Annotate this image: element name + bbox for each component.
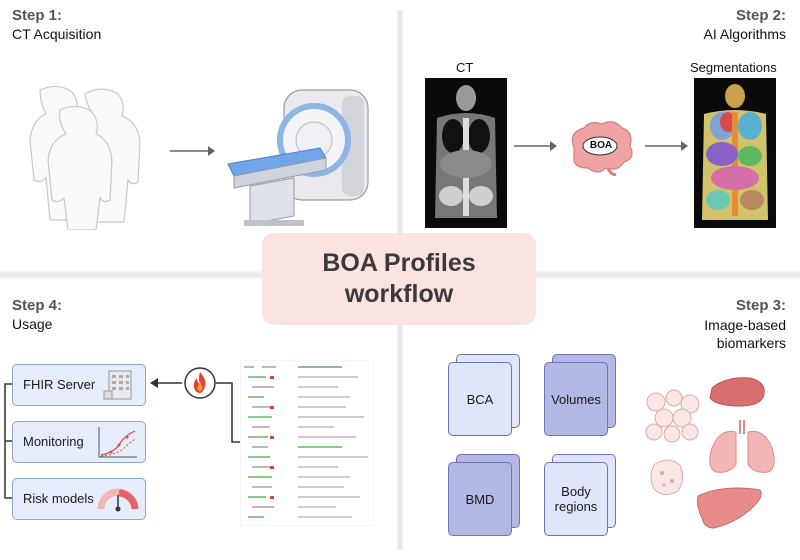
lungs-icon xyxy=(709,420,775,473)
step2-title: Step 2: xyxy=(735,7,786,24)
workflow-title-box: BOA Profiles workflow xyxy=(262,233,536,325)
biomarker-card-bmd: BMD xyxy=(448,454,520,536)
fhir-connector xyxy=(150,378,244,443)
usage-item-risk-models: Risk models xyxy=(12,478,146,520)
workflow-title-line2: workflow xyxy=(344,280,454,308)
patient-bodies-icon xyxy=(29,85,141,230)
liver-icon xyxy=(697,487,762,529)
brain-icon xyxy=(571,121,633,176)
line-chart-icon xyxy=(98,427,137,458)
server-building-icon xyxy=(103,370,132,400)
step3-title: Step 3: xyxy=(735,297,786,314)
ct-label: CT xyxy=(456,60,474,75)
muscle-icon xyxy=(709,377,765,407)
arrow-right-icon xyxy=(645,141,688,151)
step3-subtitle: Image-based biomarkers xyxy=(704,316,786,352)
usage-item-fhir-server: FHIR Server xyxy=(12,364,146,406)
step1-title: Step 1: xyxy=(12,7,63,24)
segmentations-label: Segmentations xyxy=(690,60,777,75)
step4-subtitle: Usage xyxy=(12,316,53,332)
brain-label: BOA xyxy=(589,140,613,151)
step3-subtitle-line2: biomarkers xyxy=(716,335,786,351)
segmentation-image xyxy=(694,78,776,228)
fat-cells-icon xyxy=(645,389,700,443)
ct-scanner-icon xyxy=(227,89,369,226)
biomarker-card-volumes: Volumes xyxy=(544,354,616,436)
arrow-right-icon xyxy=(514,141,557,151)
cell-icon xyxy=(650,459,684,495)
biomarker-card-body-regions: Body regions xyxy=(544,454,616,536)
step4-title: Step 4: xyxy=(12,297,63,314)
step1-subtitle: CT Acquisition xyxy=(12,26,102,42)
usage-item-monitoring: Monitoring xyxy=(12,421,146,463)
step3-subtitle-line1: Image-based xyxy=(704,317,786,333)
fhir-flame-icon xyxy=(184,367,216,399)
fhir-resource-document xyxy=(240,360,374,526)
arrow-right-icon xyxy=(170,146,215,156)
gauge-icon xyxy=(97,488,139,512)
step2-subtitle: AI Algorithms xyxy=(703,26,786,42)
biomarker-card-bca: BCA xyxy=(448,354,520,436)
workflow-title-line1: BOA Profiles xyxy=(322,249,476,277)
ct-scan-image xyxy=(425,78,507,228)
